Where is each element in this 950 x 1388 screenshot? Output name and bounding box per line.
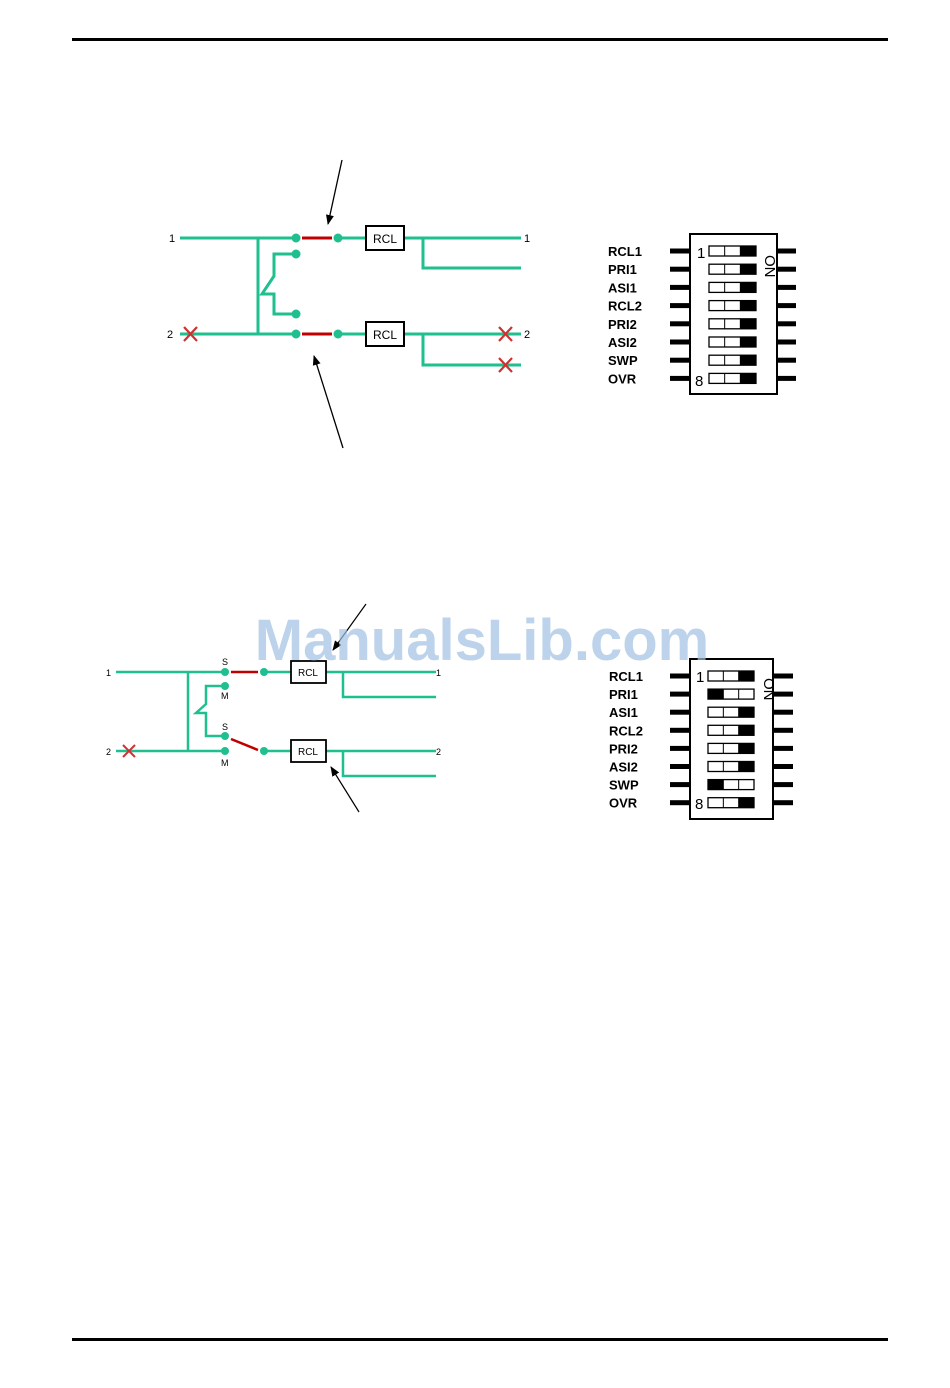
dip-pin-left — [670, 303, 690, 308]
dip-pin-right — [776, 267, 796, 272]
dip-switch-knob — [708, 780, 723, 790]
dip-pin-right — [776, 249, 796, 254]
dip-switch-knob — [740, 355, 756, 365]
dip-switch-label: SWP — [608, 353, 638, 368]
contact-s-label-2: S — [222, 722, 228, 732]
dip-pin-right — [776, 376, 796, 381]
dip-pin-left — [670, 249, 690, 254]
dip-pin-right — [773, 764, 793, 769]
dip-switch-label: RCL2 — [608, 299, 642, 314]
dip-pin-left — [670, 746, 690, 751]
dip-switch-label: RCL2 — [609, 723, 643, 738]
dip-pin-right — [773, 800, 793, 805]
dip-pin-right — [773, 710, 793, 715]
dip-switch-label: PRI1 — [609, 687, 638, 702]
dip-pin-right — [773, 674, 793, 679]
dip-pin-left — [670, 728, 690, 733]
dip-switch-label: PRI2 — [608, 317, 637, 332]
dip-pin-left — [670, 267, 690, 272]
dip-switch-label: OVR — [608, 371, 637, 386]
port-2-label: 2 — [167, 329, 173, 341]
dip-pin-right — [776, 340, 796, 345]
dip-switch-label: PRI2 — [609, 741, 638, 756]
contact-s-label-1: S — [222, 657, 228, 667]
dip-switch-knob — [740, 264, 756, 274]
dip-switch-knob — [739, 798, 754, 808]
junction-dots-2 — [221, 668, 268, 755]
dip-switch-label: OVR — [609, 796, 638, 811]
dip-pin-left — [670, 674, 690, 679]
dip-pin-right — [776, 321, 796, 326]
dip-pin-right — [776, 285, 796, 290]
dip-switch-knob — [740, 246, 756, 256]
dip-switch-knob — [740, 373, 756, 383]
dip-switch-knob — [739, 725, 754, 735]
dip-start-number: 1 — [697, 245, 705, 262]
dip-pin-left — [670, 782, 690, 787]
dip-switch-label: ASI2 — [609, 760, 638, 775]
wires-2 — [116, 672, 436, 776]
dip-pin-right — [773, 728, 793, 733]
dip-end-number: 8 — [695, 796, 703, 813]
dip-switch-knob — [740, 282, 756, 292]
dip-switch-knob — [740, 301, 756, 311]
dip-pin-left — [670, 800, 690, 805]
dip-switch-knob — [740, 319, 756, 329]
dip-pin-left — [670, 710, 690, 715]
dip-pin-left — [670, 764, 690, 769]
contact-m-label-1: M — [221, 691, 229, 701]
dip-pin-left — [670, 376, 690, 381]
out-port-2-label: 2 — [524, 329, 530, 341]
junction-dots-1 — [292, 234, 343, 339]
pointer-arrow-1 — [328, 160, 342, 224]
dip-switch-label: ASI1 — [608, 280, 637, 295]
pointer-arrow-2 — [314, 356, 343, 448]
dip-on-label: ON — [761, 255, 778, 278]
dip-pin-left — [670, 321, 690, 326]
link-bridges-2 — [231, 672, 258, 750]
dip-pin-left — [670, 285, 690, 290]
port-1-label-2: 1 — [106, 668, 111, 678]
dip-pin-left — [670, 692, 690, 697]
dip-switch-knob — [739, 707, 754, 717]
dip-switch-label: RCL1 — [608, 244, 642, 259]
wires-1 — [180, 238, 521, 365]
link-bridges-1 — [302, 238, 332, 334]
watermark: ManualsLib.com — [255, 608, 709, 673]
dip-pin-left — [670, 340, 690, 345]
dip-switch-knob — [740, 337, 756, 347]
rcl-label-4: RCL — [298, 747, 318, 758]
dip-switch-knob — [739, 743, 754, 753]
dip-switch-label: ASI1 — [609, 705, 638, 720]
rcl-label-2: RCL — [373, 328, 397, 342]
dip-pin-left — [670, 358, 690, 363]
circuit-diagram-1: RCL RCL 1 2 1 2 — [167, 160, 530, 448]
dip-switch-label: ASI2 — [608, 335, 637, 350]
dip-pin-right — [773, 746, 793, 751]
dip-switch-knob — [708, 689, 723, 699]
out-port-1-label: 1 — [524, 233, 530, 245]
dip-switch-label: SWP — [609, 778, 639, 793]
out-port-2-label-2: 2 — [436, 747, 441, 757]
rcl-label-1: RCL — [373, 232, 397, 246]
port-2-label-2: 2 — [106, 747, 111, 757]
dip-end-number: 8 — [695, 373, 703, 390]
dip-on-label: ON — [760, 678, 777, 701]
port-1-label: 1 — [169, 233, 175, 245]
pointer-arrow-4 — [331, 767, 359, 812]
dip-pin-right — [773, 782, 793, 787]
contact-m-label-2: M — [221, 758, 229, 768]
dip-pin-right — [773, 692, 793, 697]
dip-switch-knob — [739, 762, 754, 772]
dip-switch-label: PRI1 — [608, 262, 637, 277]
dip-pin-right — [776, 303, 796, 308]
dip-pin-right — [776, 358, 796, 363]
dip-switch-knob — [739, 671, 754, 681]
